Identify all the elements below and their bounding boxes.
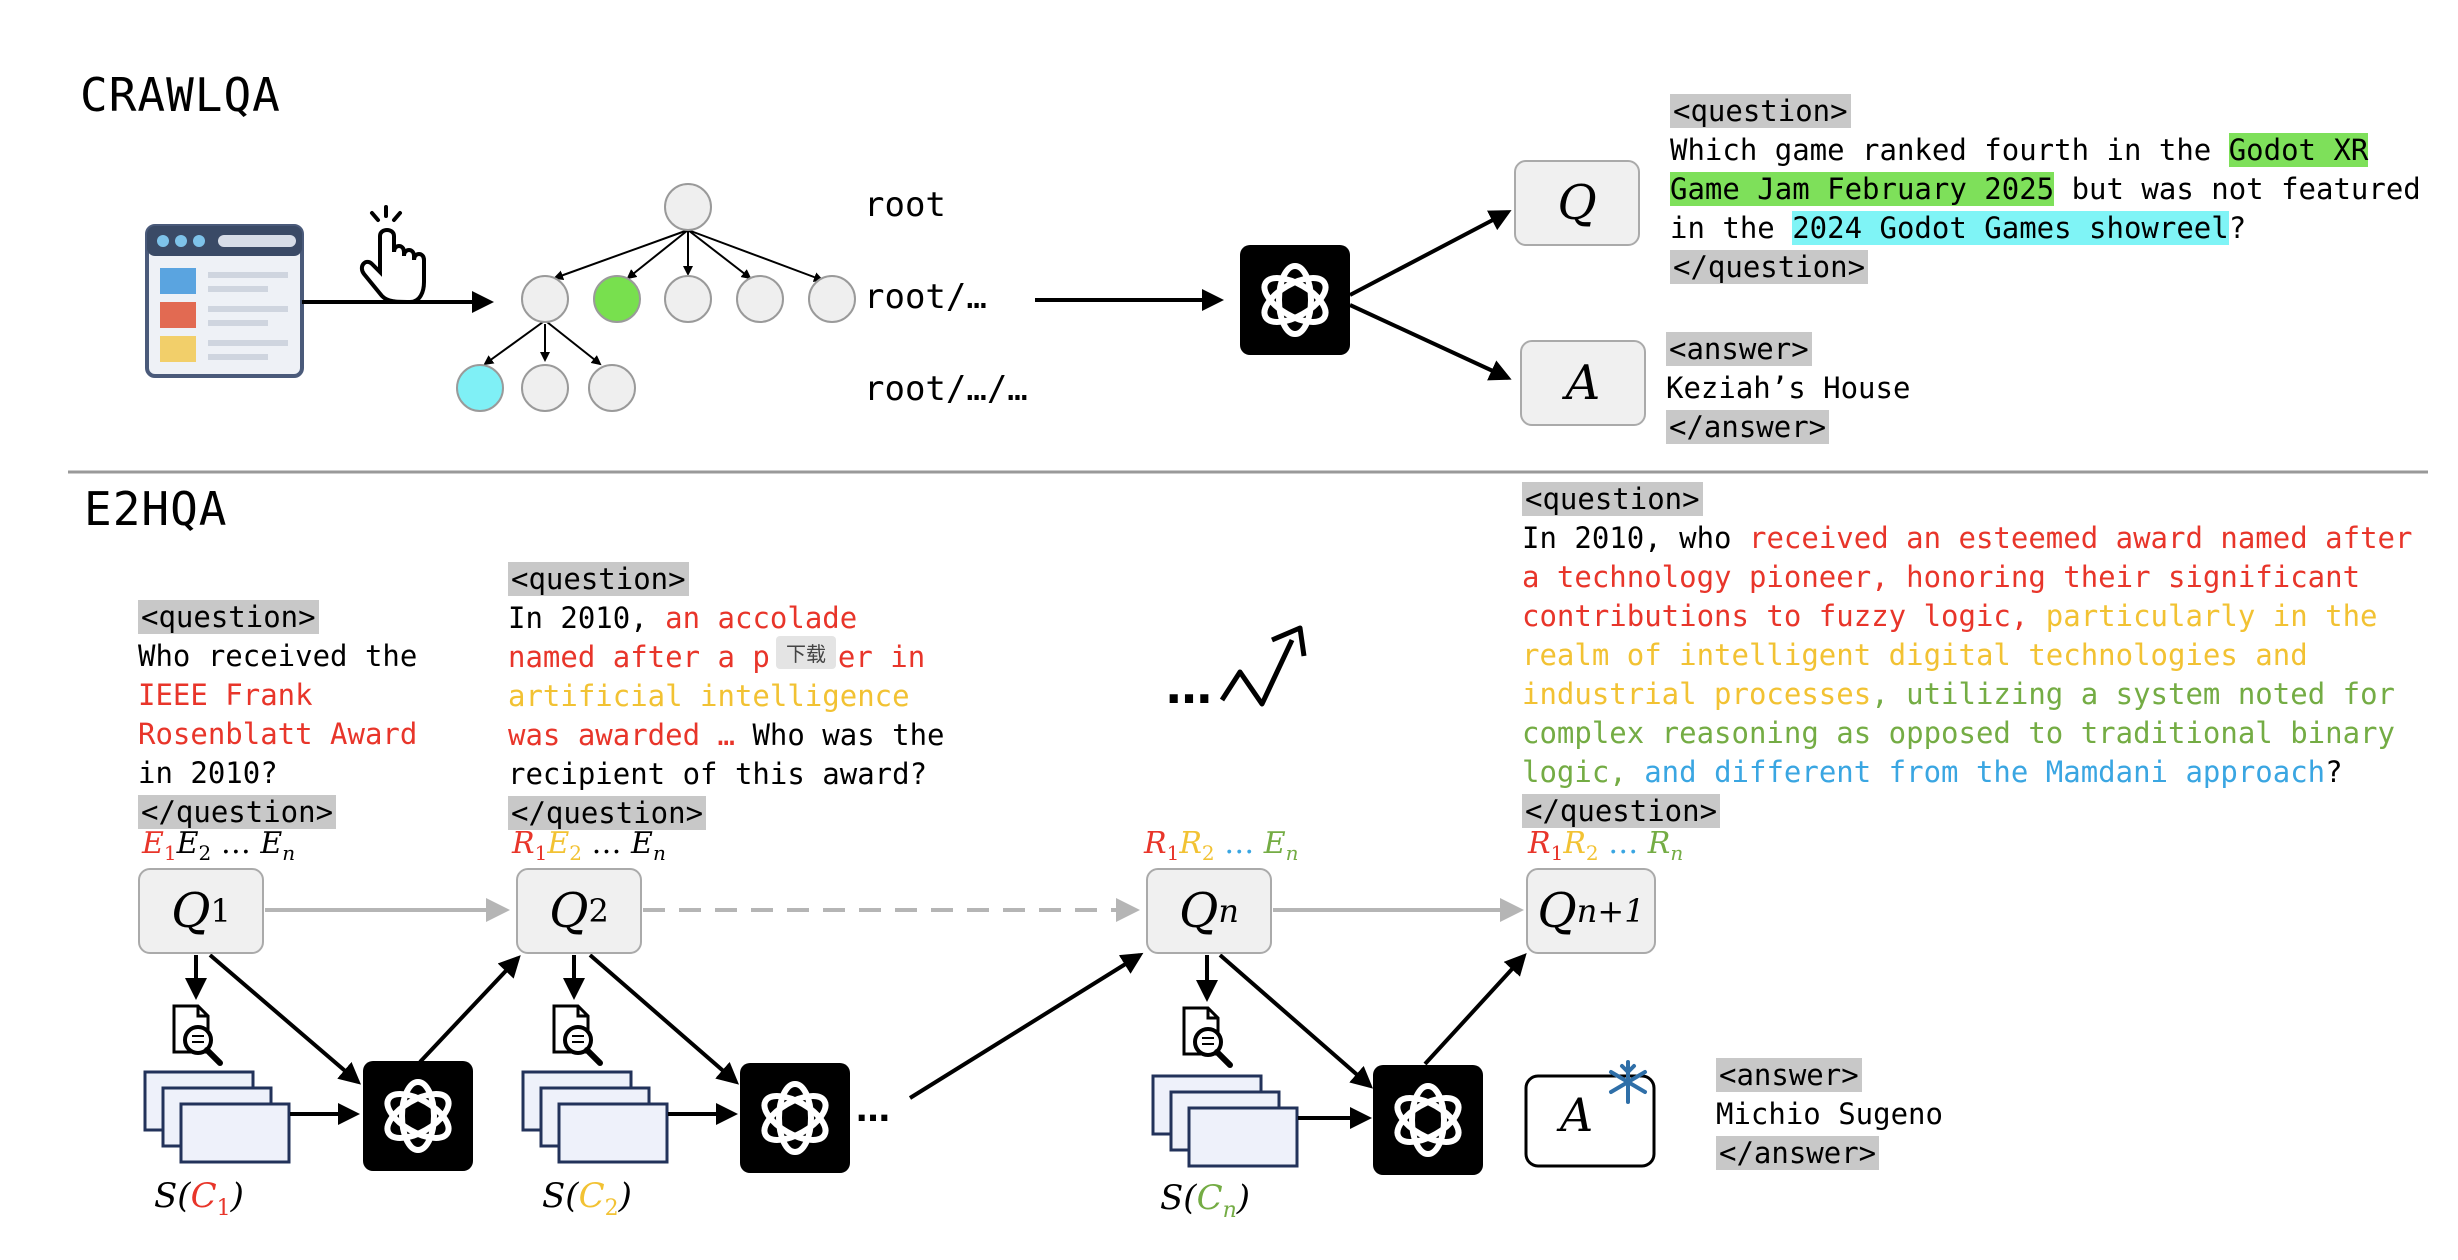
click-hand-icon xyxy=(359,205,426,305)
source-label-2: S(C2) xyxy=(542,1176,632,1221)
qn1-entity-label: R1R2 … Rn xyxy=(1528,826,1684,865)
rising-trend-icon xyxy=(1219,638,1295,707)
continuation-ellipsis: … xyxy=(1166,660,1212,714)
browser-window-icon xyxy=(145,224,304,378)
document-search-icon xyxy=(174,1006,220,1063)
question-close-tag: </question> xyxy=(1670,250,1869,284)
qn-entity-label: R1R2 … En xyxy=(1144,826,1299,865)
document-stack-icon xyxy=(521,1070,669,1164)
snowflake-icon xyxy=(1609,1060,1647,1104)
source-label-n: S(Cn) xyxy=(1160,1178,1251,1223)
llm-logo-icon xyxy=(1373,1065,1483,1175)
download-tooltip[interactable]: 下载 xyxy=(776,636,836,669)
arrow-llm-to-answer xyxy=(1349,303,1512,381)
document-search-icon xyxy=(1184,1008,1230,1065)
question-box: Q xyxy=(1514,160,1640,246)
arrow-llm-to-question xyxy=(1349,210,1512,297)
crawlqa-title: CRAWLQA xyxy=(80,68,281,122)
highlight-entity-cyan: 2024 Godot Games showreel xyxy=(1792,211,2229,245)
arrow-llm-to-qn1 xyxy=(1423,953,1527,1066)
chain-ellipsis: … xyxy=(856,1090,890,1130)
tree-nodes xyxy=(456,183,856,412)
document-stack-icon xyxy=(1151,1074,1299,1168)
page-tree xyxy=(483,229,824,366)
highlight-entity-green: Game Jam February 2025 xyxy=(1670,172,2055,206)
llm-logo-icon xyxy=(740,1063,850,1173)
arrow-q1-to-llm xyxy=(208,953,362,1085)
q2-entity-label: R1E2 … En xyxy=(512,826,666,865)
arrow-llm-to-q2 xyxy=(418,955,521,1064)
answer-text: Keziah’s House xyxy=(1666,371,1911,405)
tree-label-level1: root/… xyxy=(864,277,987,317)
document-stack-icon xyxy=(143,1070,291,1164)
source-label-1: S(C1) xyxy=(154,1176,244,1221)
arrow-chain-to-qn xyxy=(908,952,1144,1100)
answer-text: Michio Sugeno xyxy=(1716,1097,1943,1131)
arrow-qn-to-llm xyxy=(1218,953,1374,1089)
arrow-q2-to-llm xyxy=(588,953,740,1085)
llm-logo-icon xyxy=(363,1061,473,1171)
tree-label-root: root xyxy=(864,185,946,225)
frozen-answer-box xyxy=(1524,1074,1656,1168)
q1-entity-label: E1E2 … En xyxy=(142,826,296,865)
answer-close-tag: </answer> xyxy=(1666,410,1830,444)
qn1-question-block: <question> In 2010, who received an este… xyxy=(1522,482,2413,828)
q1-question-block: <question> Who received the IEEE Frank R… xyxy=(138,600,418,829)
crawlqa-question-block: <question> Which game ranked fourth in t… xyxy=(1670,94,2421,284)
e2hqa-title: E2HQA xyxy=(84,482,228,536)
answer-box: A xyxy=(1520,340,1646,426)
question-open-tag: <question> xyxy=(1670,94,1851,128)
frozen-answer-label: A xyxy=(1560,1088,1594,1142)
llm-logo-icon xyxy=(1240,245,1350,355)
q2-question-block: <question> In 2010, an accolade named af… xyxy=(508,562,945,830)
answer-open-tag: <answer> xyxy=(1666,332,1812,366)
crawlqa-answer-block: <answer> Keziah’s House </answer> xyxy=(1666,330,1910,447)
highlight-entity-green: Godot XR xyxy=(2228,133,2369,167)
tree-label-level2: root/…/… xyxy=(864,369,1028,409)
e2hqa-answer-block: <answer> Michio Sugeno </answer> xyxy=(1716,1058,1943,1170)
document-search-icon xyxy=(554,1006,600,1063)
